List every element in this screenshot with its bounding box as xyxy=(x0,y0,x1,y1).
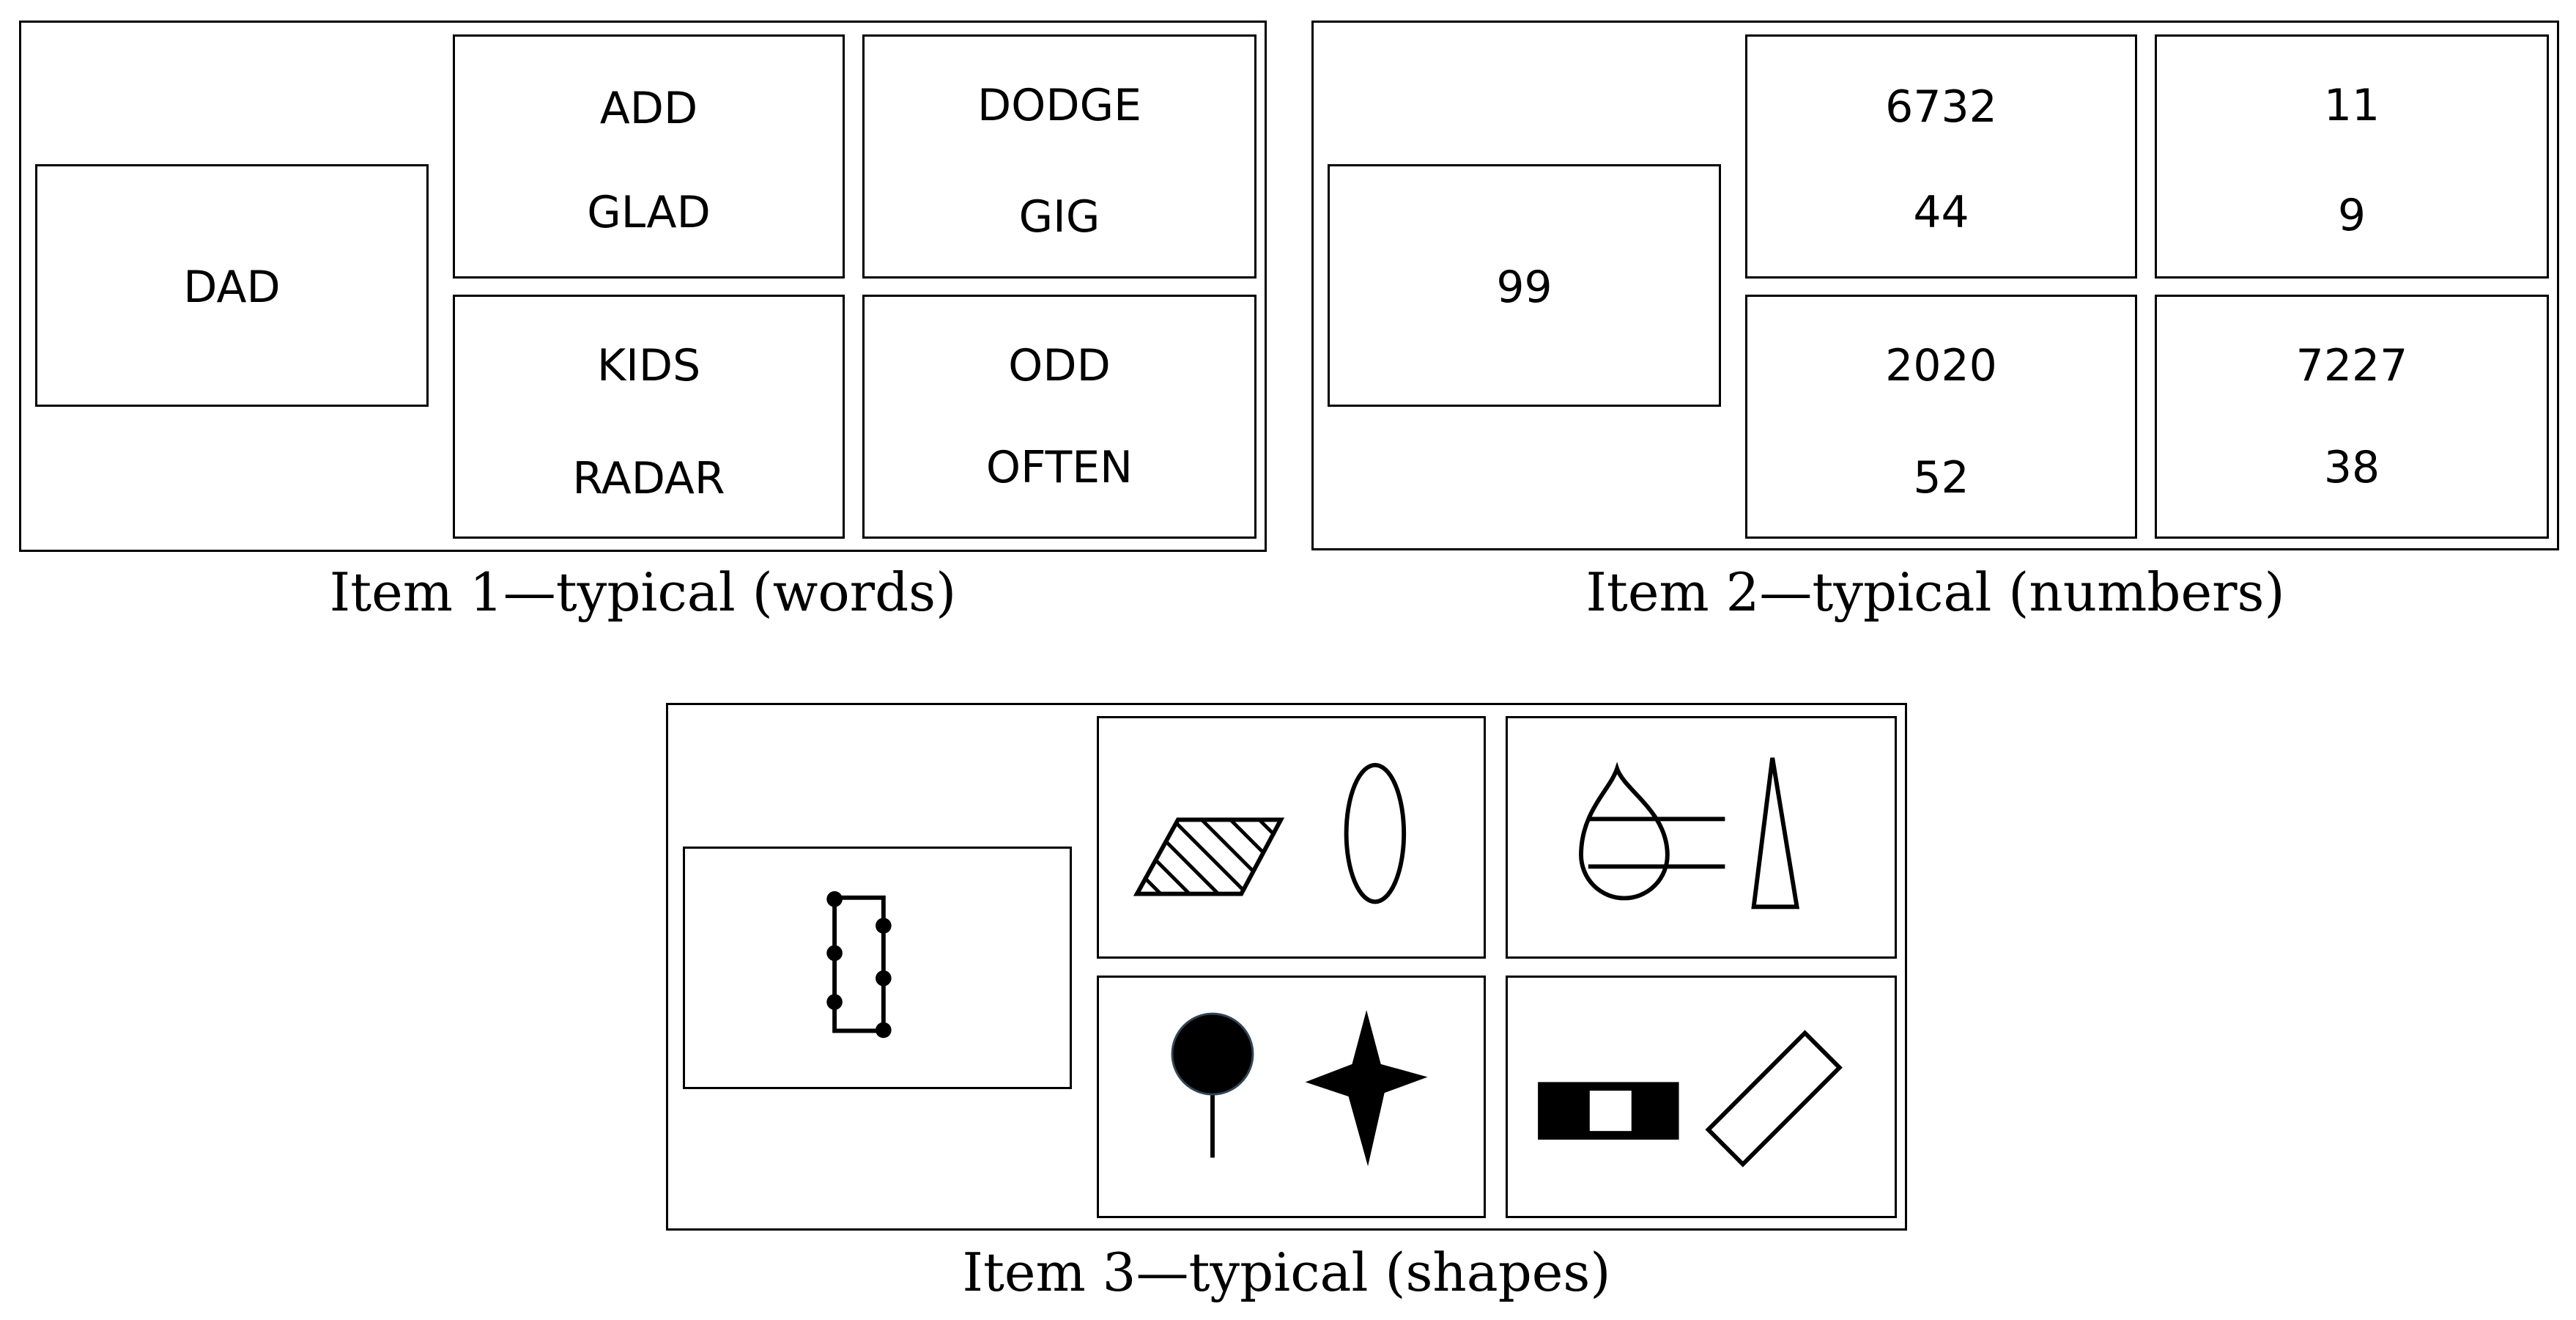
bar-with-window-icon xyxy=(1538,1082,1679,1140)
item2-option-box-1: 6732 44 xyxy=(1745,34,2137,279)
item2-option-3-line2: 52 xyxy=(1913,452,1969,504)
item1-target-text: DAD xyxy=(183,262,281,313)
tilted-rectangle-icon xyxy=(1705,1030,1843,1168)
six-point-star-icon xyxy=(1305,1010,1428,1167)
item1-option-4-line1: ODD xyxy=(1008,340,1111,391)
item3-panel xyxy=(666,703,1907,1231)
hatched-parallelogram-icon xyxy=(1133,817,1285,896)
item3-target-box xyxy=(683,847,1072,1089)
item2-option-2-line1: 11 xyxy=(2323,80,2380,131)
item2-option-box-4: 7227 38 xyxy=(2155,295,2549,539)
droplet-with-lines-icon xyxy=(1579,762,1725,901)
item3-option-box-1 xyxy=(1097,716,1486,959)
item2-panel: 99 6732 44 11 9 2020 52 7227 38 xyxy=(1311,21,2559,550)
item2-option-box-2: 11 9 xyxy=(2155,34,2549,279)
item2-target-text: 99 xyxy=(1496,262,1552,313)
item1-option-2-line1: DODGE xyxy=(977,80,1142,131)
item2-option-2-line2: 9 xyxy=(2337,190,2366,241)
item1-option-3-line2: RADAR xyxy=(572,453,725,504)
item2-option-1-line1: 6732 xyxy=(1885,81,1997,133)
tall-triangle-icon xyxy=(1751,757,1800,910)
item3-option-box-3 xyxy=(1097,976,1486,1218)
item3-caption: Item 3—typical (shapes) xyxy=(962,1242,1611,1303)
item1-option-box-1: ADD GLAD xyxy=(453,34,845,279)
item1-panel: DAD ADD GLAD DODGE GIG KIDS RADAR ODD OF… xyxy=(19,21,1267,552)
item2-option-4-line2: 38 xyxy=(2323,442,2380,493)
pin-icon xyxy=(1171,1012,1254,1158)
item1-option-1-line2: GLAD xyxy=(587,187,711,238)
item2-option-4-line1: 7227 xyxy=(2295,340,2408,391)
item1-option-box-2: DODGE GIG xyxy=(862,34,1256,279)
item1-target-box: DAD xyxy=(35,164,429,407)
item3-option-box-4 xyxy=(1506,976,1897,1218)
item3-option-box-2 xyxy=(1506,716,1897,959)
item1-option-box-4: ODD OFTEN xyxy=(862,295,1256,539)
item1-option-3-line1: KIDS xyxy=(596,340,701,391)
item1-caption: Item 1—typical (words) xyxy=(329,561,957,623)
item2-option-3-line1: 2020 xyxy=(1885,340,1997,391)
item1-option-4-line2: OFTEN xyxy=(985,442,1133,493)
item2-option-box-3: 2020 52 xyxy=(1745,295,2137,539)
item1-option-2-line2: GIG xyxy=(1018,191,1100,243)
item2-caption: Item 2—typical (numbers) xyxy=(1585,561,2285,623)
item1-option-box-3: KIDS RADAR xyxy=(453,295,845,539)
ellipse-icon xyxy=(1344,762,1407,904)
item2-option-1-line2: 44 xyxy=(1913,187,1969,238)
item2-target-box: 99 xyxy=(1328,164,1721,407)
item1-option-1-line1: ADD xyxy=(599,83,698,134)
dotted-rectangle-icon xyxy=(826,891,892,1039)
